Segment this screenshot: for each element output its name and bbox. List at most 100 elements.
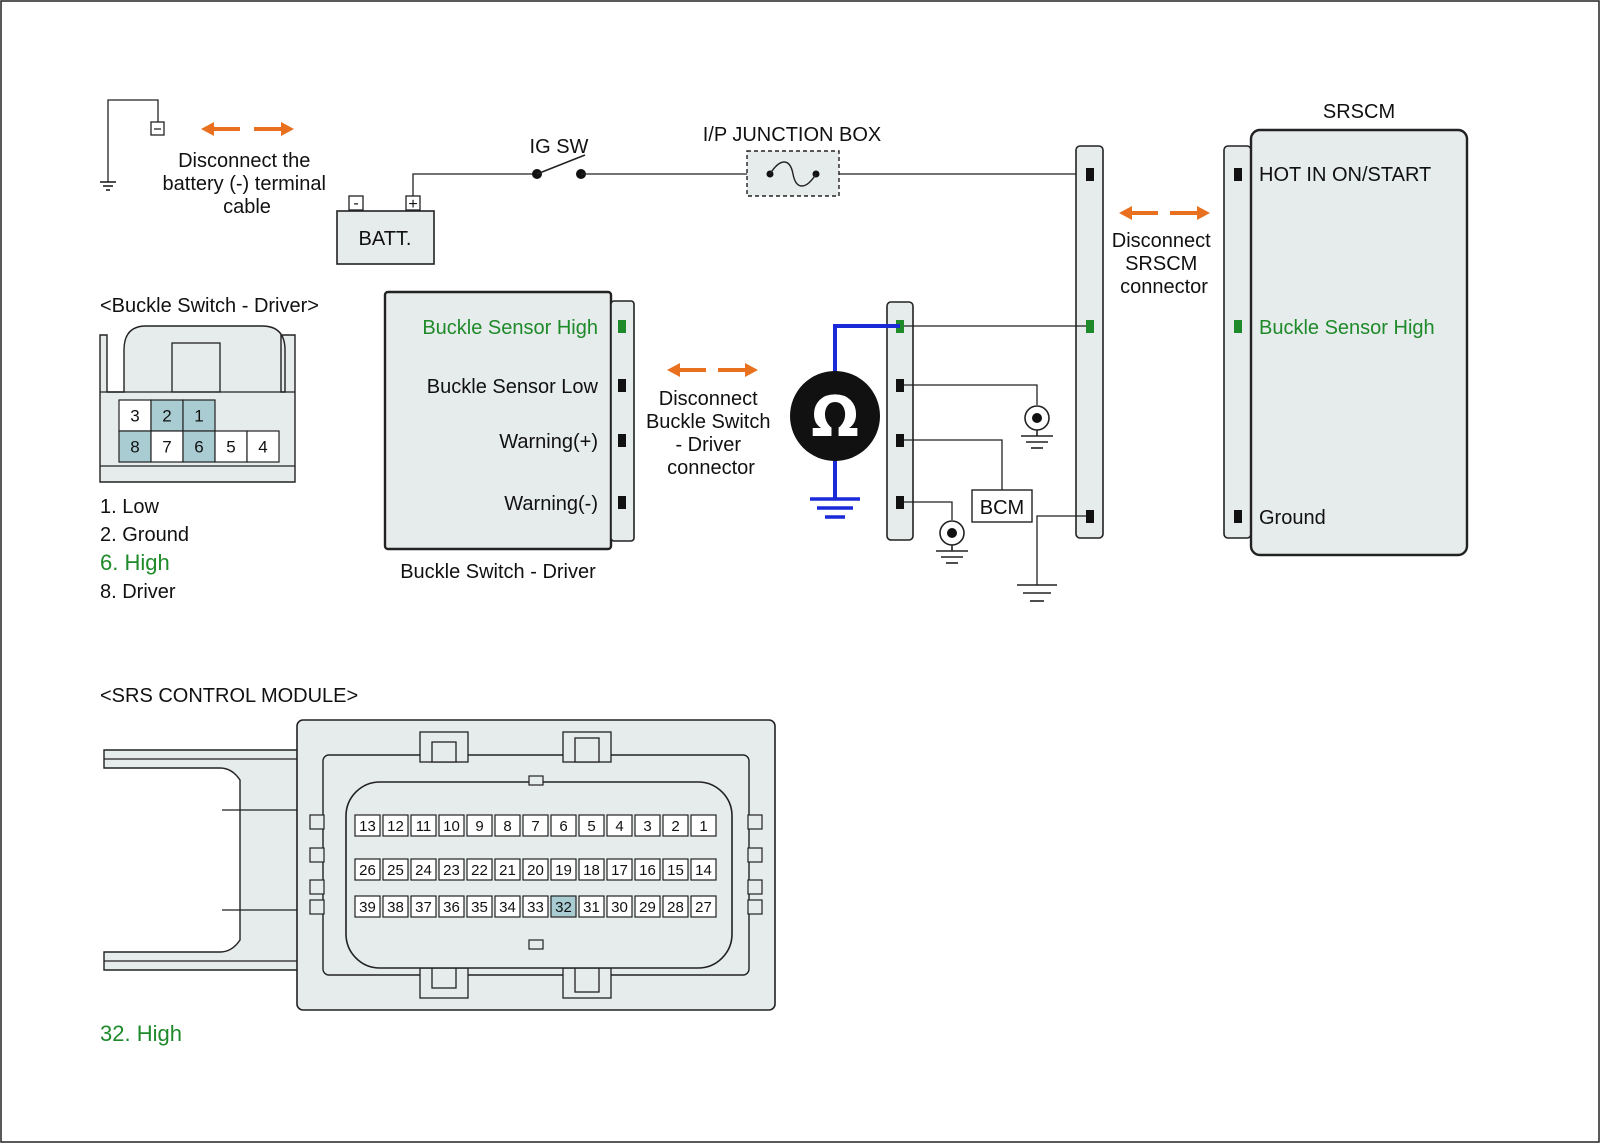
warning-plus-wire: [904, 439, 1003, 490]
svg-text:33: 33: [527, 899, 544, 916]
ground-symbol-srscm-icon: [1017, 584, 1057, 602]
battery-ground-wire: [107, 99, 159, 182]
svg-text:39: 39: [359, 899, 376, 916]
buckle-connector-title: <Buckle Switch - Driver>: [100, 295, 319, 317]
srs-pin-7: 7: [522, 814, 549, 837]
igsw-label: IG SW: [530, 136, 589, 158]
buckle-switch-module: Buckle Sensor High Buckle Sensor Low War…: [383, 290, 635, 583]
srs-pin-8: 8: [494, 814, 521, 837]
buckle-pin-4: 4: [246, 430, 280, 463]
svg-text:20: 20: [527, 862, 544, 879]
srs-pin-10: 10: [438, 814, 465, 837]
svg-text:25: 25: [387, 862, 404, 879]
buckle-low-wire: [904, 384, 1038, 405]
battery-disconnect-group: Disconnect the battery (-) terminal cabl…: [100, 99, 1090, 265]
svg-text:1: 1: [699, 818, 707, 835]
svg-text:30: 30: [611, 899, 628, 916]
svg-text:1: 1: [194, 407, 203, 426]
srs-pin-6: 6: [550, 814, 577, 837]
srs-pin-3: 3: [634, 814, 661, 837]
ground-symbol-icon: [100, 181, 116, 191]
srscm-harness-bar: [1075, 145, 1104, 539]
srs-pin-2: 2: [662, 814, 689, 837]
srscm-disconnect-arrow-icon: [1119, 206, 1210, 220]
svg-text:27: 27: [695, 899, 712, 916]
svg-text:17: 17: [611, 862, 628, 879]
svg-text:22: 22: [471, 862, 488, 879]
bcm-label: BCM: [980, 497, 1024, 519]
svg-text:23: 23: [443, 862, 460, 879]
svg-text:13: 13: [359, 818, 376, 835]
svg-text:8: 8: [130, 438, 139, 457]
srscm-side-connector: [1223, 145, 1252, 539]
svg-text:2: 2: [671, 818, 679, 835]
svg-text:11: 11: [416, 818, 432, 835]
srscm-title: SRSCM: [1323, 101, 1395, 123]
buckle-pin-3: 3: [118, 399, 152, 432]
srs-pin-16: 16: [634, 858, 661, 881]
svg-text:24: 24: [415, 862, 432, 879]
battery-box: [336, 210, 435, 265]
srscm-pin-ground: Ground: [1259, 507, 1326, 529]
svg-text:32: 32: [555, 899, 572, 916]
srs-pin-25: 25: [382, 858, 409, 881]
srscm-ground-wire: [1036, 515, 1086, 585]
srs-pin-38: 38: [382, 895, 409, 918]
srs-pin-11: 11: [410, 814, 437, 837]
srscm-box: [1249, 128, 1469, 557]
battery-to-igsw-wire: [412, 173, 537, 196]
battery-neg-icon: [348, 195, 364, 211]
buckle-legend: 1. Low 2. Ground 6. High 8. Driver: [100, 496, 195, 603]
buckle-harness-bar: [886, 301, 914, 541]
bcm-box: [971, 489, 1033, 523]
svg-text:31: 31: [583, 899, 600, 916]
srs-pin-20: 20: [522, 858, 549, 881]
chassis-ground-icon-2: [936, 520, 968, 564]
srs-pin-9: 9: [466, 814, 493, 837]
disconnect-arrow-icon: [201, 122, 294, 136]
svg-text:16: 16: [639, 862, 656, 879]
srs-pin-39: 39: [354, 895, 381, 918]
probe-wire-high: [833, 324, 900, 372]
svg-text:6: 6: [559, 818, 567, 835]
svg-text:6: 6: [194, 438, 203, 457]
buckle-pin-warning-minus: Warning(-): [504, 493, 598, 515]
srs-pin-21: 21: [494, 858, 521, 881]
srs-pin-34: 34: [494, 895, 521, 918]
srs-pin-30: 30: [606, 895, 633, 918]
buckle-pin-5: 5: [214, 430, 248, 463]
buckle-disconnect-arrow-icon: [667, 363, 758, 377]
buckle-pin-7: 7: [150, 430, 184, 463]
svg-text:15: 15: [667, 862, 684, 879]
srscm-module: SRSCM HOT IN ON/START Buckle Sensor High…: [1223, 101, 1469, 557]
srs-pin-35: 35: [466, 895, 493, 918]
buckle-pin-1: 1: [182, 399, 216, 432]
warning-minus-wire: [904, 501, 953, 520]
srs-pin-23: 23: [438, 858, 465, 881]
buckle-pin-warning-plus: Warning(+): [499, 431, 598, 453]
svg-text:28: 28: [667, 899, 684, 916]
srs-pin-29: 29: [634, 895, 661, 918]
srs-pin-32: 32: [550, 895, 577, 918]
ohmmeter-icon: Ω: [790, 324, 900, 519]
srs-pin-22: 22: [466, 858, 493, 881]
buckle-harness-connector: [886, 301, 914, 541]
srs-pin-14: 14: [690, 858, 717, 881]
srs-pin-13: 13: [354, 814, 381, 837]
srs-pin-31: 31: [578, 895, 605, 918]
srs-pin-37: 37: [410, 895, 437, 918]
srs-pin-33: 33: [522, 895, 549, 918]
disconnect-battery-label: Disconnect the battery (-) terminal cabl…: [163, 150, 332, 218]
svg-text:5: 5: [587, 818, 595, 835]
buckle-pin-6: 6: [182, 430, 216, 463]
srscm-pin-buckle-high: Buckle Sensor High: [1259, 317, 1435, 339]
svg-text:34: 34: [499, 899, 516, 916]
buckle-pin-low: Buckle Sensor Low: [427, 376, 599, 398]
svg-text:7: 7: [531, 818, 539, 835]
svg-text:35: 35: [471, 899, 488, 916]
svg-text:4: 4: [258, 438, 267, 457]
srs-pin-12: 12: [382, 814, 409, 837]
